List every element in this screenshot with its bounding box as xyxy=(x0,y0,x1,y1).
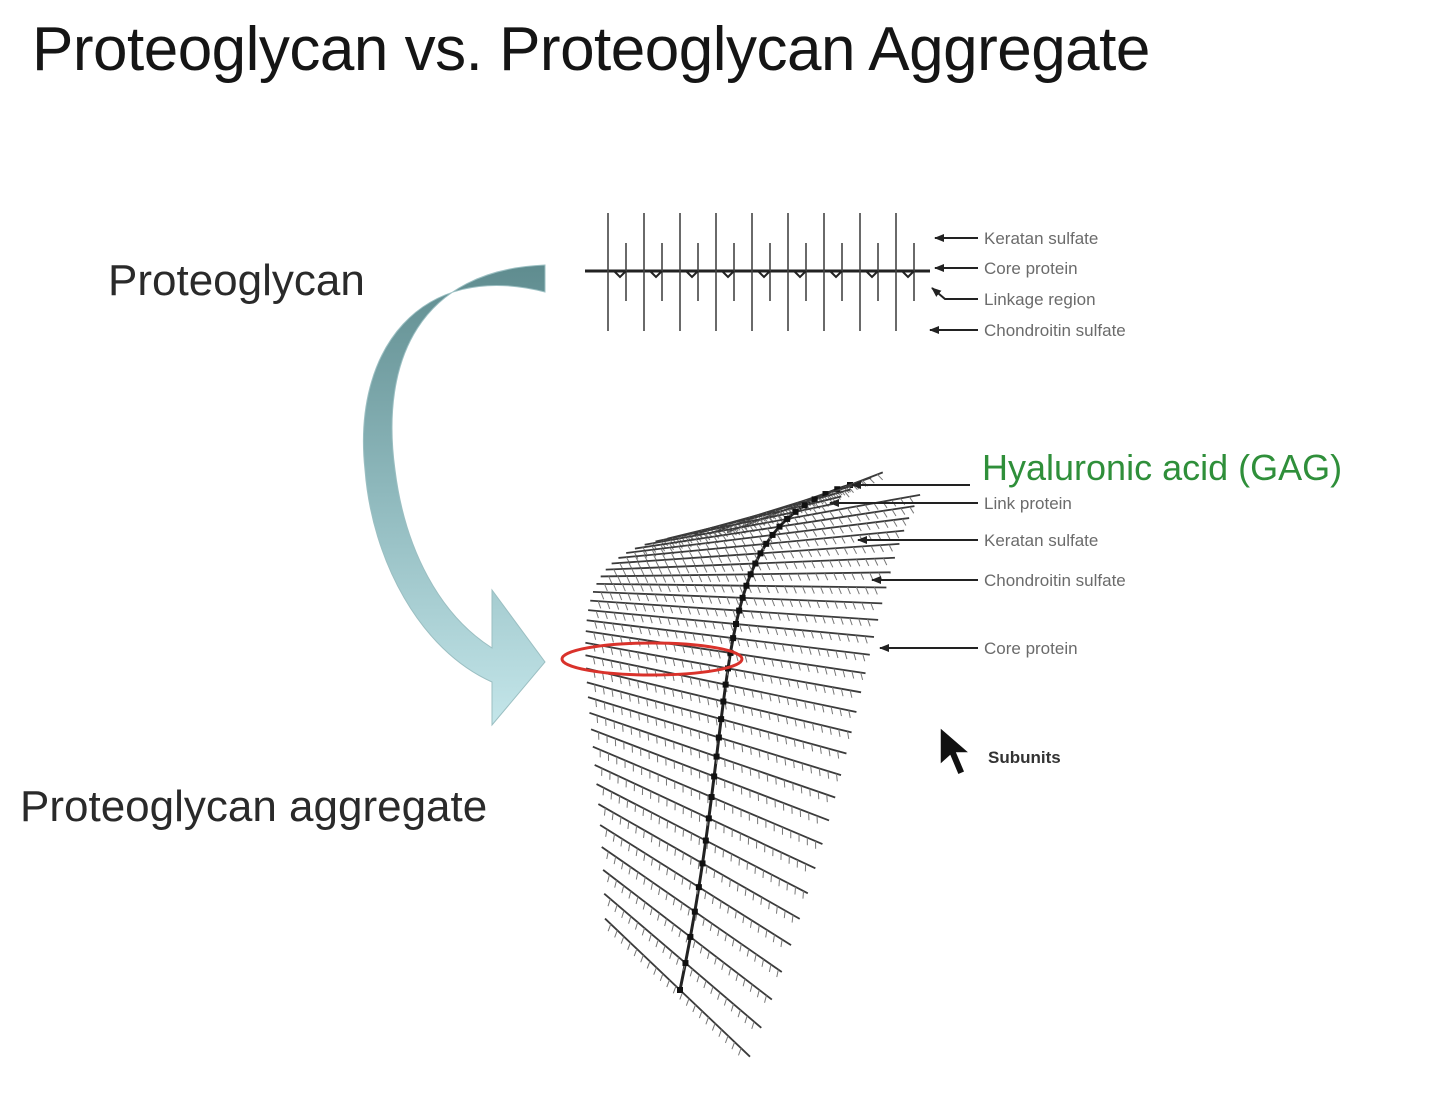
legend-aggregate-chondroitin-sulfate: Chondroitin sulfate xyxy=(984,571,1126,590)
mouse-pointer-icon xyxy=(939,725,973,776)
proteoglycan-molecule xyxy=(585,213,930,331)
legend-linkage-region: Linkage region xyxy=(984,290,1096,309)
proteoglycan-aggregate-label: Proteoglycan aggregate xyxy=(20,782,488,831)
proteoglycan-legend-arrows xyxy=(929,234,978,334)
legend-keratan-sulfate: Keratan sulfate xyxy=(984,229,1098,248)
curved-arrow-icon xyxy=(363,264,546,727)
subunits-label: Subunits xyxy=(988,748,1061,767)
legend-chondroitin-sulfate: Chondroitin sulfate xyxy=(984,321,1126,340)
aggregate-legend-arrows xyxy=(829,481,978,652)
legend-hyaluronic-acid: Hyaluronic acid (GAG) xyxy=(982,447,1342,488)
proteoglycan-label: Proteoglycan xyxy=(108,256,365,305)
proteoglycan-aggregate-molecule xyxy=(585,471,921,1058)
legend-core-protein: Core protein xyxy=(984,259,1078,278)
legend-link-protein: Link protein xyxy=(984,494,1072,513)
legend-aggregate-core-protein: Core protein xyxy=(984,639,1078,658)
legend-aggregate-keratan-sulfate: Keratan sulfate xyxy=(984,531,1098,550)
slide-title: Proteoglycan vs. Proteoglycan Aggregate xyxy=(32,15,1150,84)
highlight-ellipse xyxy=(560,641,744,677)
